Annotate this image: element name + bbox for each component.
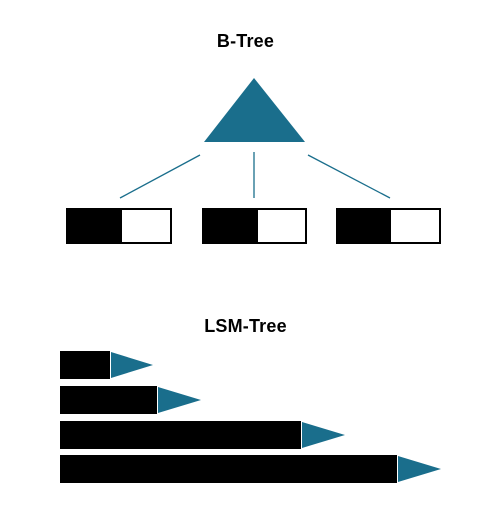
lsm-level-bar: [60, 421, 301, 449]
lsm-level-arrow-icon: [158, 387, 201, 413]
btree-node-border: [336, 208, 441, 244]
btree-node-empty-half: [258, 209, 306, 243]
btree-root-triangle-icon: [204, 78, 305, 142]
lsm-level-bar: [60, 351, 110, 379]
btree-edge-right: [307, 154, 391, 199]
lsm-level-arrow-icon: [398, 456, 441, 482]
lsm-level: [60, 455, 441, 483]
lsm-level-bar: [60, 455, 397, 483]
btree-node-border: [202, 208, 307, 244]
lsm-level: [60, 386, 201, 414]
lsm-level: [60, 351, 153, 379]
btree-edge-left: [119, 154, 201, 199]
lsm-level-bar: [60, 386, 157, 414]
btree-title: B-Tree: [216, 31, 275, 51]
lsm-title: LSM-Tree: [204, 316, 287, 336]
btree-node: [202, 208, 307, 244]
btree-node-filled-half: [337, 209, 391, 243]
lsm-level: [60, 421, 345, 449]
btree-node-filled-half: [67, 209, 122, 243]
lsm-level-arrow-icon: [302, 422, 345, 448]
btree-node: [66, 208, 172, 244]
btree-node-filled-half: [203, 209, 258, 243]
btree-node-border: [66, 208, 172, 244]
btree-node-empty-half: [391, 209, 440, 243]
lsm-level-arrow-icon: [111, 352, 153, 378]
btree-node-empty-half: [122, 209, 171, 243]
btree-node: [336, 208, 441, 244]
